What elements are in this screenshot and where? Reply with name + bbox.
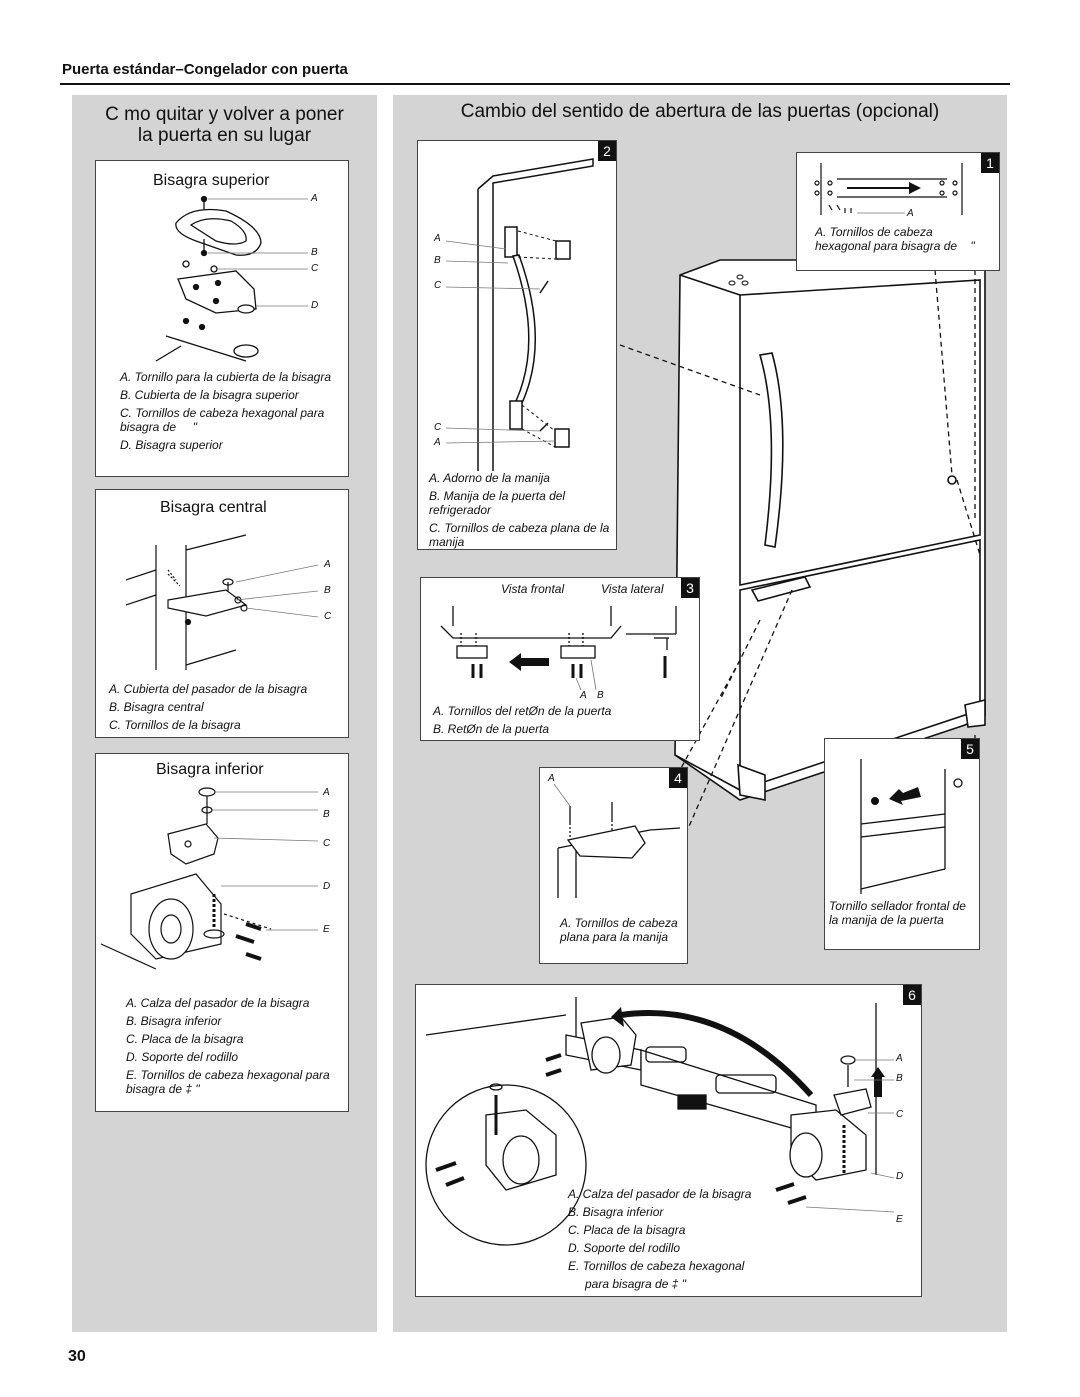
- bottom-hinge-title: Bisagra inferior: [156, 761, 264, 778]
- bottom-hinge-captions: A. Calza del pasador de la bisagra B. Bi…: [126, 996, 341, 1100]
- step3-letter-a: A: [580, 690, 587, 701]
- step4-number: 4: [669, 768, 687, 788]
- step2-letter-a-bottom: A: [434, 437, 441, 448]
- center-hinge-caption-b: B. Bisagra central: [109, 700, 204, 714]
- center-hinge-captions: A. Cubierta del pasador de la bisagra B.…: [109, 682, 344, 736]
- step6-illustration: [425, 997, 895, 1246]
- step2-caption-a: A. Adorno de la manija: [429, 471, 550, 485]
- left-title-line2: la puerta en su lugar: [137, 125, 312, 146]
- step3-illustration: [440, 606, 677, 691]
- step3-letter-b: B: [597, 690, 604, 701]
- bottom-hinge-caption-a: A. Calza del pasador de la bisagra: [126, 996, 310, 1010]
- step4-letter-a: A: [548, 773, 555, 784]
- step5-number: 5: [961, 739, 979, 759]
- bottom-hinge-letter-a: A: [323, 787, 330, 798]
- bottom-hinge-caption-c: C. Placa de la bisagra: [126, 1032, 244, 1046]
- top-hinge-letter-c: C: [311, 263, 319, 274]
- step6-letter-d: D: [896, 1171, 904, 1182]
- top-hinge-illustration: [155, 195, 308, 362]
- step6-caption-d: D. Soporte del rodillo: [568, 1241, 681, 1255]
- step6-caption-c: C. Placa de la bisagra: [568, 1223, 686, 1237]
- step2-caption-b: B. Manija de la puerta del refrigerador: [429, 489, 566, 517]
- center-hinge-illustration: [125, 534, 319, 670]
- step2-caption-c: C. Tornillos de cabeza plana de la manij…: [429, 521, 610, 549]
- top-hinge-caption-c: C. Tornillos de cabeza hexagonal para bi…: [120, 406, 325, 434]
- top-hinge-caption-a: A. Tornillo para la cubierta de la bisag…: [120, 370, 332, 384]
- step1-number: 1: [981, 153, 999, 173]
- step6-caption-a: A. Calza del pasador de la bisagra: [568, 1187, 752, 1201]
- top-hinge-caption-b: B. Cubierta de la bisagra superior: [120, 388, 299, 402]
- step6-box: 6: [415, 984, 922, 1297]
- center-hinge-title: Bisagra central: [160, 499, 267, 516]
- step6-letter-c: C: [896, 1109, 904, 1120]
- step3-caption-a: A. Tornillos del retØn de la puerta: [433, 704, 612, 718]
- step6-letter-a: A: [896, 1053, 903, 1064]
- section-header: Puerta estándar–Congelador con puerta: [62, 61, 348, 78]
- bottom-hinge-illustration: [100, 787, 319, 970]
- step2-letter-c-bottom: C: [434, 422, 442, 433]
- step1-letter-a: A: [907, 208, 914, 219]
- step6-caption-e2: para bisagra de ‡ ": [585, 1277, 686, 1291]
- step2-captions: A. Adorno de la manija B. Manija de la p…: [429, 471, 611, 553]
- step4-illustration: [553, 783, 681, 898]
- bottom-hinge-box: Bisagra inferior A B C D: [95, 753, 349, 1112]
- bottom-hinge-letter-c: C: [323, 838, 331, 849]
- center-hinge-caption-c: C. Tornillos de la bisagra: [109, 718, 241, 732]
- bottom-hinge-letter-e: E: [323, 924, 330, 935]
- top-hinge-caption-d: D. Bisagra superior: [120, 438, 223, 452]
- step3-caption-b: B. RetØn de la puerta: [433, 722, 550, 736]
- step1-illustration: [814, 163, 963, 215]
- header-rule: [60, 83, 1010, 85]
- center-hinge-box: Bisagra central A B C A. Cubierta del pa…: [95, 489, 349, 738]
- step2-letter-b-top: B: [434, 255, 441, 266]
- step2-letter-c-top: C: [434, 280, 442, 291]
- step6-caption-e: E. Tornillos de cabeza hexagonal: [568, 1259, 745, 1273]
- top-hinge-captions: A. Tornillo para la cubierta de la bisag…: [120, 370, 335, 456]
- top-hinge-letter-a: A: [311, 193, 318, 204]
- step5-illustration: [860, 759, 963, 894]
- step2-box: 2 A B C C A A. Adorno de la manija B. Ma…: [417, 140, 617, 550]
- bottom-hinge-caption-b: B. Bisagra inferior: [126, 1014, 222, 1028]
- top-hinge-box: Bisagra superior A: [95, 160, 349, 477]
- top-hinge-title: Bisagra superior: [153, 172, 270, 189]
- step3-captions: A. Tornillos del retØn de la puerta B. R…: [433, 704, 693, 740]
- top-hinge-letter-d: D: [311, 300, 319, 311]
- step2-number: 2: [598, 141, 616, 161]
- step2-letter-a-top: A: [434, 233, 441, 244]
- step3-number: 3: [681, 578, 699, 598]
- left-panel-title: C mo quitar y volver a poner la puerta e…: [72, 104, 377, 146]
- step1-box: 1 A A. Tornillos de cabeza hexagonal par…: [796, 152, 1000, 271]
- center-hinge-letter-b: B: [324, 585, 331, 596]
- step6-caption-b: B. Bisagra inferior: [568, 1205, 664, 1219]
- center-hinge-letter-c: C: [324, 611, 332, 622]
- right-panel-title: Cambio del sentido de abertura de las pu…: [460, 101, 940, 122]
- step3-box: 3 Vista frontal Vista lateral: [420, 577, 700, 741]
- step6-letter-e: E: [896, 1214, 903, 1225]
- top-hinge-letter-b: B: [311, 247, 318, 258]
- bottom-hinge-letter-d: D: [323, 881, 331, 892]
- left-title-line1: C mo quitar y volver a poner: [105, 104, 344, 125]
- step3-view-front: Vista frontal: [501, 582, 565, 596]
- step4-caption: A. Tornillos de cabeza plana para la man…: [560, 916, 678, 944]
- bottom-hinge-caption-e: E. Tornillos de cabeza hexagonal para bi…: [126, 1068, 330, 1096]
- step5-caption: Tornillo sellador frontal de la manija d…: [829, 899, 966, 927]
- bottom-hinge-caption-d: D. Soporte del rodillo: [126, 1050, 239, 1064]
- bottom-hinge-letter-b: B: [323, 809, 330, 820]
- step1-caption: A. Tornillos de cabeza hexagonal para bi…: [815, 225, 975, 253]
- page-number: 30: [68, 1348, 86, 1365]
- center-hinge-letter-a: A: [324, 559, 331, 570]
- step6-number: 6: [903, 985, 921, 1005]
- step5-box: 5 Tornillo sellador frontal de la manija…: [824, 738, 980, 950]
- refrigerator-illustration: [674, 259, 986, 801]
- step4-box: 4 A A. Tornillos de cabeza plana para la…: [539, 767, 688, 964]
- step3-view-side: Vista lateral: [601, 582, 664, 596]
- step6-letter-b: B: [896, 1073, 903, 1084]
- step2-illustration: [445, 158, 594, 471]
- step6-captions: A. Calza del pasador de la bisagra B. Bi…: [568, 1187, 788, 1295]
- center-hinge-caption-a: A. Cubierta del pasador de la bisagra: [109, 682, 308, 696]
